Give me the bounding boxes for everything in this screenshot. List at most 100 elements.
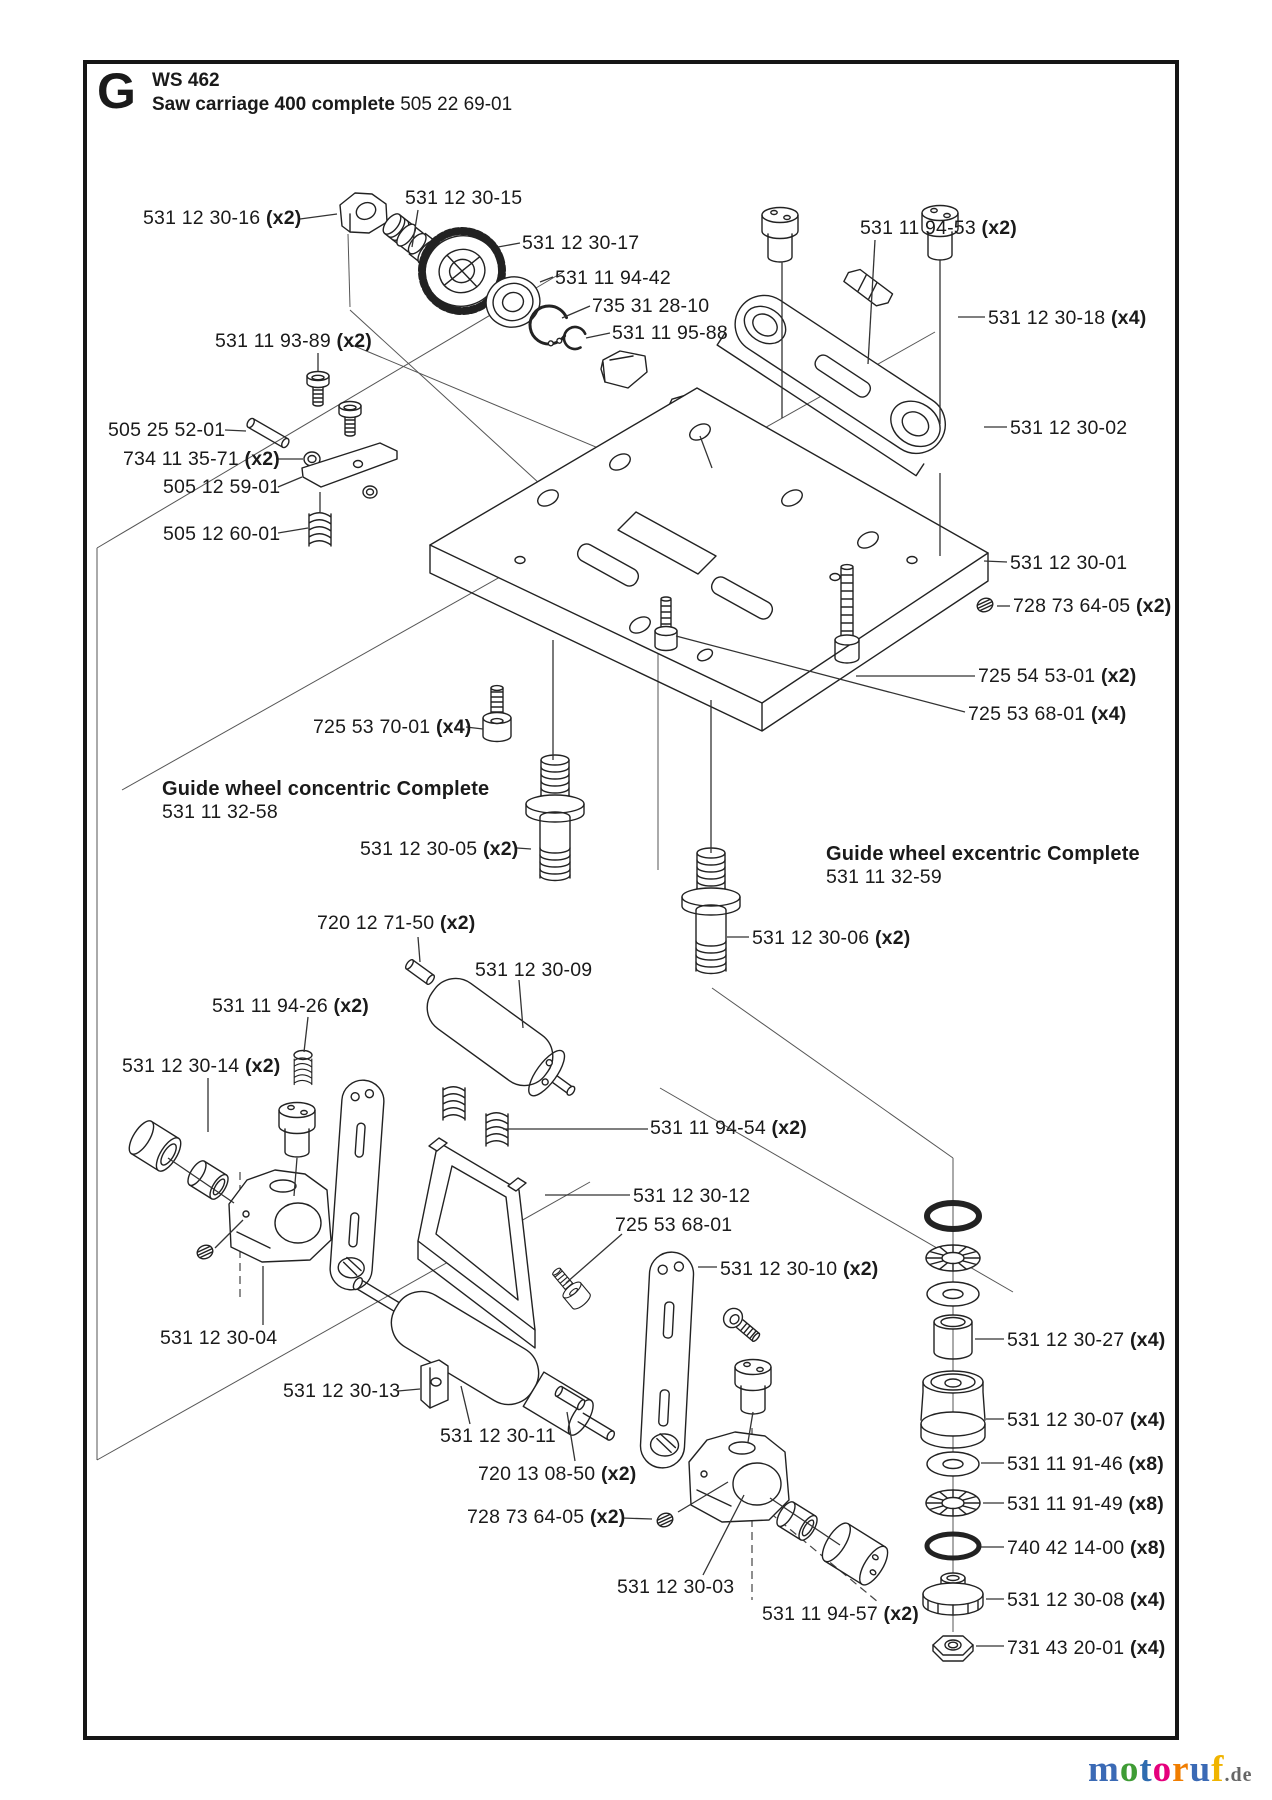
part-label: 531 11 94-54 (x2) — [650, 1117, 807, 1139]
clamp-531123003 — [688, 1431, 790, 1523]
logo-tld: .de — [1224, 1764, 1253, 1786]
section-letter: G — [97, 63, 136, 119]
leader-lines — [167, 209, 1010, 1647]
part-label: 531 12 30-08 (x4) — [1007, 1589, 1166, 1611]
clamp-531123004 — [228, 1169, 332, 1263]
part-label: 725 53 68-01 (x4) — [968, 703, 1127, 725]
key-531119453-a — [840, 264, 897, 311]
rail-505125901 — [301, 442, 398, 499]
part-label: 531 11 91-49 (x8) — [1007, 1493, 1164, 1515]
diagram-title: Saw carriage 400 complete 505 22 69-01 — [152, 94, 512, 116]
part-label: 720 12 71-50 (x2) — [317, 912, 476, 934]
foot-block — [600, 350, 648, 389]
part-label: 531 11 95-88 — [612, 322, 728, 344]
roller-531119457 — [821, 1522, 889, 1586]
arm-531123002 — [716, 294, 946, 477]
gear-531123017 — [418, 227, 506, 315]
part-label: 735 31 28-10 — [592, 295, 710, 317]
screw-725537001 — [482, 684, 512, 743]
part-label: 728 73 64-05 (x2) — [467, 1506, 626, 1528]
logo-letter: o — [1119, 1749, 1140, 1790]
part-label: 531 12 30-02 — [1010, 417, 1128, 439]
roller-531123009 — [426, 977, 576, 1097]
part-label: 531 11 94-26 (x2) — [212, 995, 369, 1017]
spring-screw-531119426 — [293, 1049, 313, 1086]
wheel-531123007 — [920, 1370, 986, 1449]
part-label: Guide wheel concentric Complete — [162, 778, 490, 800]
plate-531123001 — [429, 387, 989, 732]
part-label: 531 12 30-16 (x2) — [143, 207, 302, 229]
part-label: 531 11 94-42 — [555, 267, 671, 289]
part-label: 531 12 30-13 — [283, 1380, 401, 1402]
part-label: 531 12 30-17 — [522, 232, 640, 254]
part-label: 531 12 30-09 — [475, 959, 593, 981]
part-label: 731 43 20-01 (x4) — [1007, 1637, 1166, 1659]
stud-531123005 — [525, 754, 585, 882]
washer-top — [926, 1281, 980, 1307]
bearing-531119442 — [485, 276, 541, 328]
stud-531123006 — [681, 847, 741, 975]
screw-725536801-top — [654, 596, 678, 652]
diagram-border — [83, 60, 1179, 1740]
screw-arm10 — [718, 1303, 765, 1347]
part-label: 531 11 91-46 (x8) — [1007, 1453, 1164, 1475]
screw-725536801-bottom — [546, 1262, 594, 1313]
flange-nut-531123008 — [922, 1572, 984, 1616]
arm-531123010 — [639, 1251, 695, 1469]
part-label: 734 11 35-71 (x2) — [123, 448, 280, 470]
pin-720127150 — [403, 957, 437, 987]
part-label: 531 12 30-15 — [405, 187, 523, 209]
logo-letters: motoruf — [1088, 1749, 1225, 1790]
bushing-531123014-b — [187, 1160, 229, 1200]
bracket-531123016 — [339, 192, 388, 234]
setscrew-728736405-bottom — [654, 1510, 676, 1530]
parts-layer — [123, 192, 996, 1662]
logo-letter: o — [1152, 1749, 1173, 1790]
oring-top — [924, 1200, 982, 1232]
frame-531123012 — [417, 1137, 536, 1349]
hexnut-731432001 — [932, 1635, 974, 1662]
logo-letter: t — [1139, 1749, 1153, 1790]
setscrew-clamp04 — [194, 1242, 216, 1262]
part-label: 531 12 30-18 (x4) — [988, 307, 1147, 329]
part-label: 531 11 32-59 — [826, 866, 942, 888]
logo-letter: f — [1211, 1749, 1225, 1790]
part-label: 720 13 08-50 (x2) — [478, 1463, 637, 1485]
plunger-a — [761, 206, 799, 263]
diagram-title-text: Saw carriage 400 complete — [152, 94, 395, 115]
part-label: 531 12 30-06 (x2) — [752, 927, 911, 949]
part-label: 531 11 32-58 — [162, 801, 278, 823]
arm-left — [329, 1079, 385, 1291]
spring-505126001 — [308, 512, 332, 547]
part-label: 531 12 30-12 — [633, 1185, 751, 1207]
logo-letter: r — [1172, 1749, 1190, 1790]
model-name: WS 462 — [152, 70, 220, 91]
part-label: 531 12 30-10 (x2) — [720, 1258, 879, 1280]
logo-letter: m — [1088, 1749, 1120, 1790]
part-label: 531 12 30-11 — [440, 1425, 556, 1447]
setscrew-728736405-top — [974, 595, 996, 615]
part-label: 740 42 14-00 (x8) — [1007, 1537, 1166, 1559]
plunger-clamp03 — [734, 1358, 772, 1415]
part-label: 725 53 70-01 (x4) — [313, 716, 472, 738]
screw-725545301 — [834, 563, 860, 664]
snap-ring-531119588 — [562, 325, 588, 351]
part-label: 531 12 30-07 (x4) — [1007, 1409, 1166, 1431]
part-label: 505 12 59-01 — [163, 476, 281, 498]
part-label: 505 12 60-01 — [163, 523, 281, 545]
screw-531119389-a — [306, 370, 330, 407]
part-label: 531 12 30-05 (x2) — [360, 838, 519, 860]
roller-531123011 — [352, 1277, 616, 1441]
key-531123013 — [420, 1359, 449, 1409]
screw-531119389-b — [338, 400, 362, 437]
bushing-531123014-a — [123, 1116, 187, 1176]
part-label: 531 12 30-14 (x2) — [122, 1055, 281, 1077]
part-label: 725 53 68-01 — [615, 1214, 733, 1236]
plunger-clamp04 — [278, 1101, 316, 1158]
starwasher-531119149 — [925, 1489, 981, 1517]
bushing-clamp03 — [776, 1501, 818, 1541]
part-label: 505 25 52-01 — [108, 419, 226, 441]
pin-505255201 — [246, 417, 290, 449]
part-label: 531 12 30-27 (x4) — [1007, 1329, 1166, 1351]
